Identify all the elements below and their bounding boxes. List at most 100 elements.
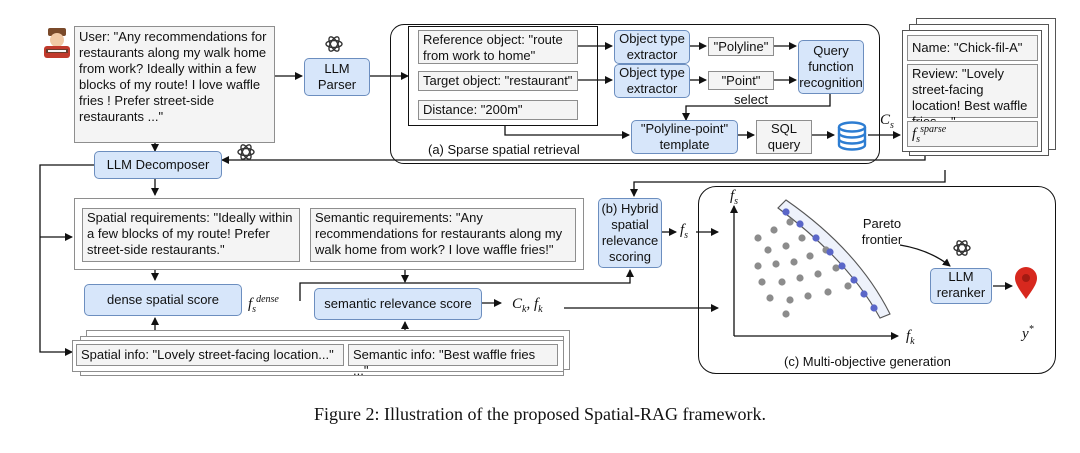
template-label: "Polyline-point" template [640,121,729,152]
y-axis-label: fs [730,188,738,210]
f-sparse-main: f [912,126,917,142]
polyline-label: "Polyline" [713,39,769,54]
output-symbol: y* [1022,322,1034,342]
sql-query-box: SQL query [756,120,812,154]
user-avatar-icon [42,26,72,60]
sparse-retrieval-caption: (a) Sparse spatial retrieval [428,142,580,157]
polyline-box: "Polyline" [708,37,774,56]
semantic-requirements-box: Semantic requirements: "Any recommendati… [310,208,576,262]
point-box: "Point" [708,71,774,90]
scatter-point [782,310,790,318]
c-s-main: C [880,112,891,128]
llm-decomposer-box: LLM Decomposer [94,151,222,179]
point-label: "Point" [721,73,761,88]
multi-objective-panel [698,186,1056,374]
scatter-point [786,296,794,304]
database-icon [836,120,868,152]
x-axis-main: f [906,328,911,344]
candidate-set-symbol: Cs [880,112,894,134]
f-dense-main: f [248,296,253,312]
ck-sub: k [522,304,527,315]
spatial-requirements-text: Spatial requirements: "Ideally within a … [87,210,293,257]
user-query-text: User: "Any recommendations for restauran… [79,29,267,124]
scatter-points [754,218,852,318]
output-main: y [1022,326,1029,342]
f-sparse-sup: sparse [920,124,947,135]
y-axis-sub: s [734,196,739,207]
scatter-point [770,226,778,234]
f-sparse-symbol: fssparse [912,124,947,145]
scatter-point [790,258,798,266]
candidate-name-box: Name: "Chick-fil-A" [907,35,1038,61]
pareto-points [782,208,878,312]
scatter-point [766,294,774,302]
scatter-point [764,246,772,254]
pareto-point [860,290,868,298]
semantic-relevance-score-box: semantic relevance score [314,288,482,320]
f-dense-sup: dense [256,294,279,305]
candidate-review-box: Review: "Lovely street-facing location! … [907,64,1038,129]
scatter-point [832,264,840,272]
query-recognition-label: Query function recognition [799,43,863,90]
hybrid-spatial-relevance-scoring-box: (b) Hybrid spatial relevance scoring [598,198,662,268]
f-dense-sub: s [252,304,257,315]
fk-sub: k [538,304,543,315]
pareto-point [812,234,820,242]
object-type-extractor-2: Object type extractor [614,64,690,98]
pareto-scatter-plot [730,199,899,340]
scatter-point [754,262,762,270]
spatial-info-box: Spatial info: "Lovely street-facing loca… [76,344,344,366]
semantic-info-text: Semantic info: "Best waffle fries ..." [353,347,536,378]
candidate-name-text: Name: "Chick-fil-A" [912,40,1023,55]
scatter-point [814,270,822,278]
llm-reranker-box: LLM reranker [930,268,992,304]
semantic-info-box: Semantic info: "Best waffle fries ..." [348,344,558,378]
scatter-point [754,234,762,242]
pareto-band [777,199,891,319]
llm-parser-box: LLM Parser [304,58,370,96]
dense-spatial-score-box: dense spatial score [84,284,242,316]
pareto-point [826,248,834,256]
multi-objective-caption: (c) Multi-objective generation [784,354,951,369]
pareto-frontier-label: Pareto frontier [861,216,903,247]
query-function-recognition-box: Query function recognition [798,40,864,94]
reference-object-box: Reference object: "route from work to ho… [418,30,578,64]
x-axis-label: fk [906,328,915,350]
target-object-box: Target object: "restaurant" [418,71,578,91]
scatter-point [796,274,804,282]
fk-main: , f [526,296,539,312]
pareto-point [870,304,878,312]
polyline-point-template-box: "Polyline-point" template [631,120,738,154]
scatter-point [824,288,832,296]
candidate-sparse-score-box: fssparse [907,121,1038,147]
figure-caption: Figure 2: Illustration of the proposed S… [314,404,766,424]
semantic-requirements-text: Semantic requirements: "Any recommendati… [315,210,563,257]
extractor-1-label: Object type extractor [619,31,685,62]
x-axis-sub: k [910,336,915,347]
llm-decomposer-label: LLM Decomposer [106,157,210,172]
sql-label: SQL query [767,121,801,152]
f-dense-symbol: fsdense [248,292,279,318]
scatter-point [806,252,814,260]
scatter-point [798,234,806,242]
scatter-point [786,218,794,226]
parsed-fields-frame [408,26,598,126]
llm-parser-label: LLM Parser [317,61,357,92]
pareto-point [782,208,790,216]
f-s-sub: s [684,230,689,241]
scatter-point [772,260,780,268]
ck-fk-symbol: Ck, fk [512,296,543,318]
scatter-point [778,278,786,286]
scatter-point [758,278,766,286]
object-type-extractor-1: Object type extractor [614,30,690,64]
pareto-point [838,262,846,270]
openai-logo-icon [236,142,256,162]
f-sparse-sub: s [916,134,921,145]
f-s-main: f [680,222,685,238]
dense-spatial-score-label: dense spatial score [106,292,219,307]
select-label: select [734,92,768,107]
scatter-point [844,282,852,290]
user-query-box: User: "Any recommendations for restauran… [74,26,275,143]
scatter-point [804,292,812,300]
